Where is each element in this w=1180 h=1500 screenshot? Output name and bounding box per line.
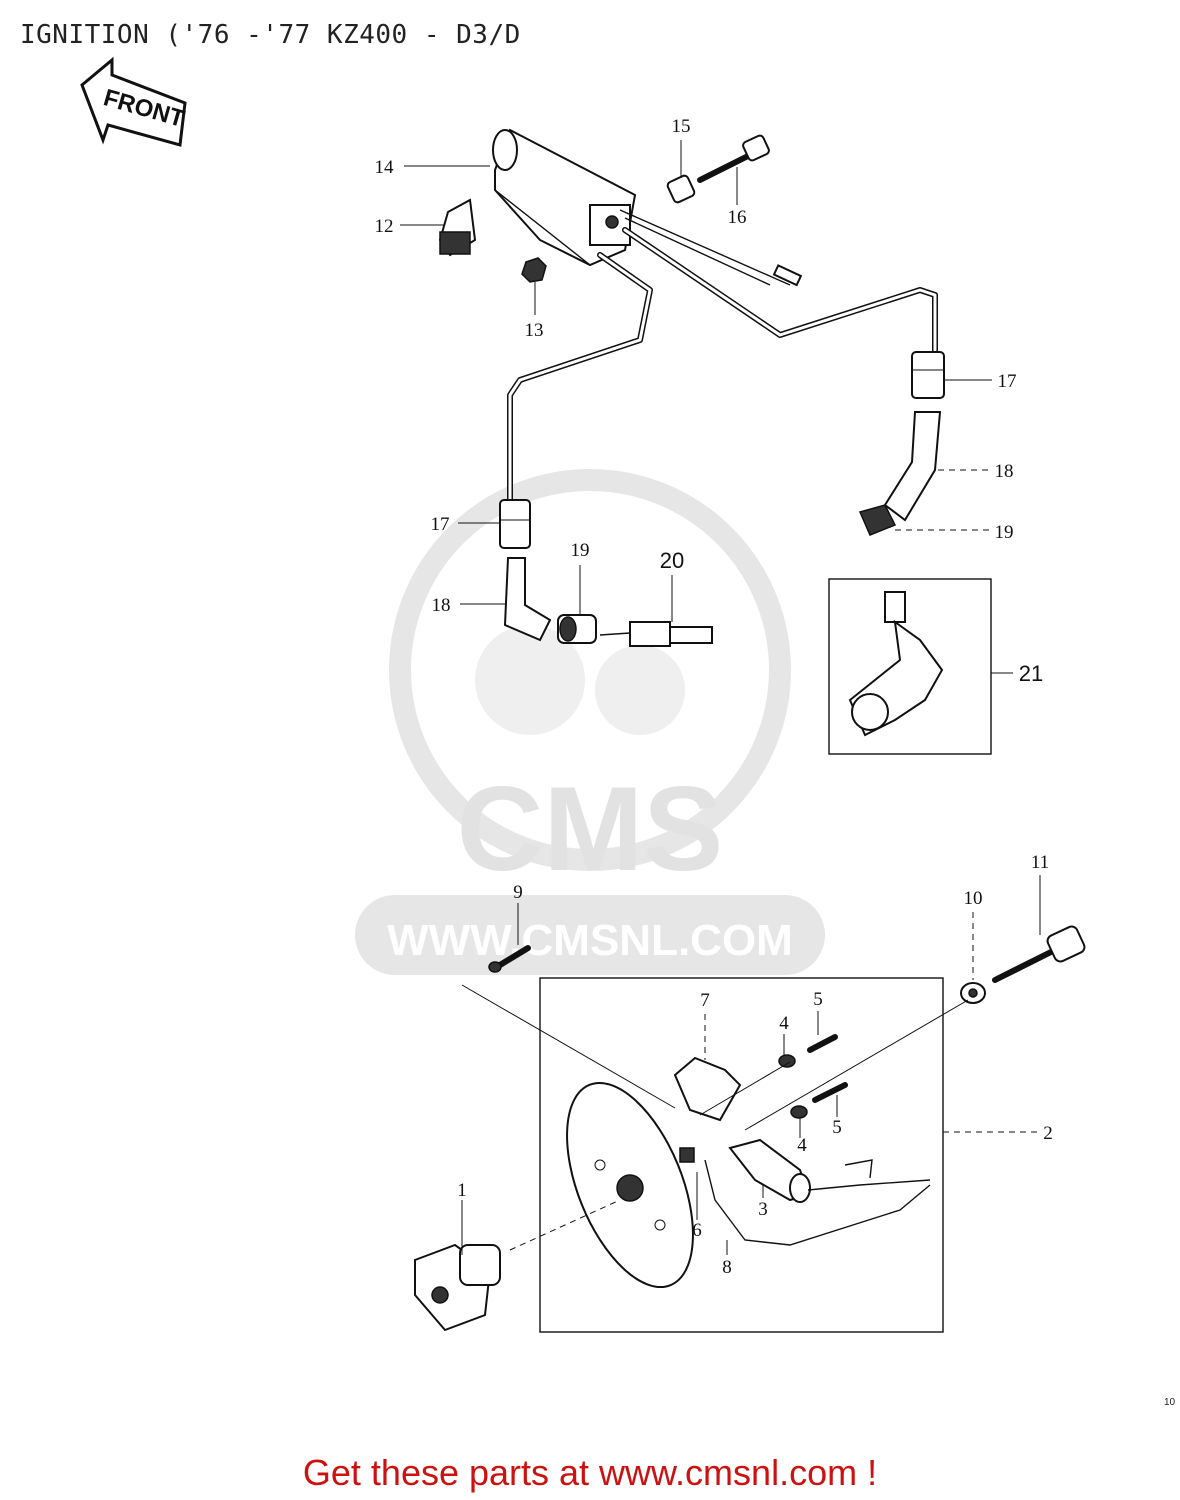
callout-17-right: 17 <box>998 371 1017 392</box>
callout-14: 14 <box>375 157 395 178</box>
callout-9: 9 <box>513 882 523 903</box>
lead-wire-8 <box>704 1159 931 1246</box>
washer-and-bolt <box>960 925 1086 1004</box>
callout-13: 13 <box>525 320 544 341</box>
callout-5-upper: 5 <box>813 989 823 1010</box>
callout-1: 1 <box>457 1180 467 1201</box>
plug-cap-left <box>499 499 531 549</box>
plug-boot-left <box>503 557 552 642</box>
spark-plug <box>599 621 713 647</box>
cms-watermark: CMS WWW.CMSNL.COM <box>355 469 825 975</box>
front-arrow-icon: FRONT <box>80 56 188 147</box>
plug-cap-right <box>911 351 945 399</box>
page-code: 10 <box>1164 1397 1176 1408</box>
footer-link-text[interactable]: Get these parts at www.cmsnl.com ! <box>302 1452 878 1493</box>
seal-right <box>858 504 897 536</box>
callout-6: 6 <box>692 1220 702 1241</box>
callout-17-left: 17 <box>431 514 450 535</box>
timing-advancer <box>414 1243 501 1332</box>
callout-16: 16 <box>728 207 747 228</box>
callout-18-right: 18 <box>995 461 1014 482</box>
breaker-plate <box>566 1081 694 1289</box>
callout-5-lower: 5 <box>832 1117 842 1138</box>
screw-5-lower <box>812 1082 848 1103</box>
contact-points <box>673 1056 742 1122</box>
callout-7: 7 <box>700 990 710 1011</box>
callout-19-right: 19 <box>995 522 1014 543</box>
screw-9 <box>488 945 531 973</box>
callout-4-upper: 4 <box>779 1013 789 1034</box>
felt-6 <box>679 1147 695 1163</box>
callout-3: 3 <box>758 1199 768 1220</box>
watermark-logo-text: CMS <box>457 762 724 896</box>
callout-12: 12 <box>375 216 394 237</box>
high-tension-leads <box>507 209 938 503</box>
condenser <box>728 1138 931 1203</box>
callout-labels: 14 12 13 15 16 17 18 19 20 17 18 19 21 9… <box>375 116 1053 1278</box>
callout-11: 11 <box>1031 852 1049 873</box>
cap-detail-box <box>828 578 992 755</box>
plug-boot-right <box>883 411 942 522</box>
callout-21: 21 <box>1019 661 1043 686</box>
callout-19-left: 19 <box>571 540 590 561</box>
spacer-and-bolt <box>666 134 770 204</box>
ignition-coil <box>492 128 637 267</box>
callout-8: 8 <box>722 1257 732 1278</box>
page-title: IGNITION ('76 -'77 KZ400 - D3/D <box>20 20 521 50</box>
breaker-assembly-box <box>539 977 944 1333</box>
callout-2: 2 <box>1043 1123 1053 1144</box>
callout-20: 20 <box>660 548 684 573</box>
callout-18-left: 18 <box>432 595 451 616</box>
leader-lines <box>400 140 1041 1255</box>
washer-4-upper <box>778 1054 796 1068</box>
washer-4-lower <box>790 1105 808 1119</box>
clamp-and-nut <box>438 198 547 283</box>
screw-5-upper <box>807 1034 838 1053</box>
watermark-url-text: WWW.CMSNL.COM <box>387 916 793 965</box>
callout-10: 10 <box>964 888 983 909</box>
callout-15: 15 <box>672 116 691 137</box>
callout-4-lower: 4 <box>797 1135 807 1156</box>
